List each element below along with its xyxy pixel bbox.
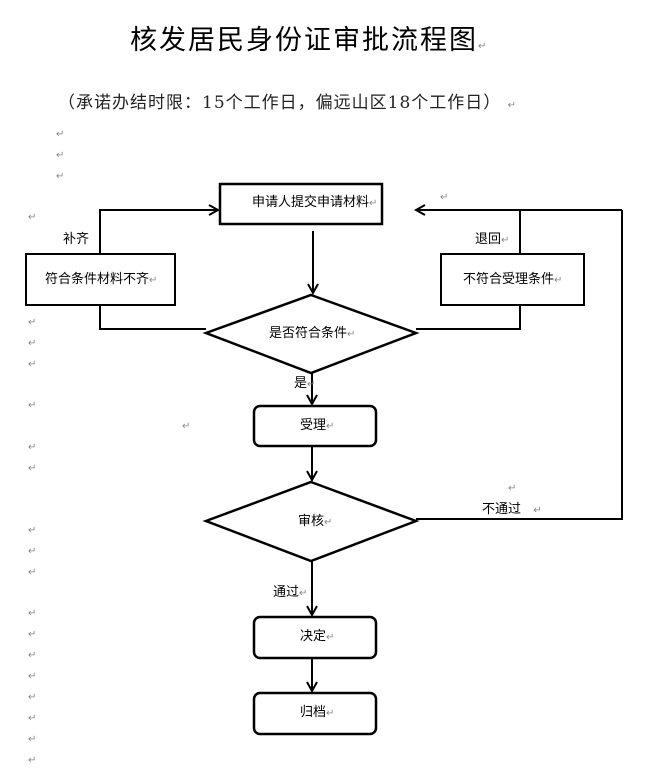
paragraph-mark-icon: ↵	[28, 755, 37, 766]
paragraph-mark-icon: ↵	[326, 632, 335, 643]
paragraph-mark-icon: ↵	[149, 275, 158, 286]
paragraph-mark-icon: ↵	[478, 41, 489, 52]
paragraph-mark-icon: ↵	[28, 567, 37, 578]
paragraph-mark-icon: ↵	[369, 198, 378, 209]
paragraph-mark-icon: ↵	[299, 588, 308, 599]
paragraph-mark-icon: ↵	[28, 671, 37, 682]
paragraph-mark-icon: ↵	[28, 546, 37, 557]
node-not-eligible-label: 不符合受理条件↵	[463, 272, 563, 287]
edge-check-to-not-eligible	[416, 306, 521, 330]
node-archive-label: 归档↵	[300, 705, 335, 720]
paragraph-mark-icon: ↵	[28, 608, 37, 619]
document-title: 核发居民身份证审批流程图↵	[130, 18, 488, 57]
node-check-eligible-label: 是否符合条件↵	[269, 326, 356, 341]
node-not-eligible-box	[440, 253, 585, 306]
edge-label-supplement: 补齐	[63, 232, 90, 247]
edge-label-return: 退回↵	[475, 232, 510, 247]
edge-label-yes: 是↵	[294, 376, 316, 391]
paragraph-mark-icon: ↵	[326, 421, 335, 432]
paragraph-mark-icon: ↵	[56, 171, 65, 182]
node-archive-box	[252, 691, 378, 736]
edge-review-fail	[416, 210, 623, 520]
node-submit-label: 申请人提交申请材料↵	[252, 195, 378, 210]
node-incomplete-label: 符合条件材料不齐↵	[45, 272, 158, 287]
node-accept-label: 受理↵	[300, 418, 335, 433]
edge-label-pass: 通过↵	[273, 585, 308, 600]
paragraph-mark-icon: ↵	[28, 692, 37, 703]
node-review-label: 审核↵	[298, 514, 333, 529]
node-decide-label: 决定↵	[300, 629, 335, 644]
document-subtitle: （承诺办结时限：15个工作日，偏远山区18个工作日） ↵	[58, 88, 517, 113]
paragraph-mark-icon: ↵	[326, 708, 335, 719]
paragraph-mark-icon: ↵	[28, 317, 37, 328]
paragraph-mark-icon: ↵	[28, 442, 37, 453]
paragraph-mark-icon: ↵	[28, 629, 37, 640]
paragraph-mark-icon: ↵	[28, 400, 37, 411]
paragraph-mark-icon: ↵	[440, 192, 449, 203]
paragraph-mark-icon: ↵	[347, 329, 356, 340]
edge-check-to-incomplete	[99, 306, 206, 330]
paragraph-mark-icon: ↵	[28, 463, 37, 474]
paragraph-mark-icon: ↵	[533, 505, 542, 516]
paragraph-mark-icon: ↵	[28, 359, 37, 370]
node-accept-box	[252, 404, 378, 448]
node-decide-box	[252, 615, 378, 660]
paragraph-mark-icon: ↵	[307, 379, 316, 390]
node-submit-box	[218, 182, 384, 226]
paragraph-mark-icon: ↵	[554, 275, 563, 286]
paragraph-mark-icon: ↵	[507, 100, 518, 111]
paragraph-mark-icon: ↵	[324, 517, 333, 528]
edge-label-fail: 不通过 ↵	[482, 502, 542, 517]
paragraph-mark-icon: ↵	[28, 525, 37, 536]
paragraph-mark-icon: ↵	[28, 338, 37, 349]
paragraph-mark-icon: ↵	[28, 212, 37, 223]
paragraph-mark-icon: ↵	[28, 734, 37, 745]
paragraph-mark-icon: ↵	[56, 150, 65, 161]
paragraph-mark-icon: ↵	[28, 650, 37, 661]
title-text: 核发居民身份证审批流程图	[130, 25, 478, 56]
subtitle-text: （承诺办结时限：15个工作日，偏远山区18个工作日）	[58, 93, 502, 113]
paragraph-mark-icon: ↵	[501, 235, 510, 246]
paragraph-mark-icon: ↵	[182, 421, 191, 432]
paragraph-mark-icon: ↵	[508, 483, 517, 494]
paragraph-mark-icon: ↵	[56, 129, 65, 140]
edge-incomplete-to-submit	[99, 210, 218, 254]
paragraph-mark-icon: ↵	[28, 713, 37, 724]
